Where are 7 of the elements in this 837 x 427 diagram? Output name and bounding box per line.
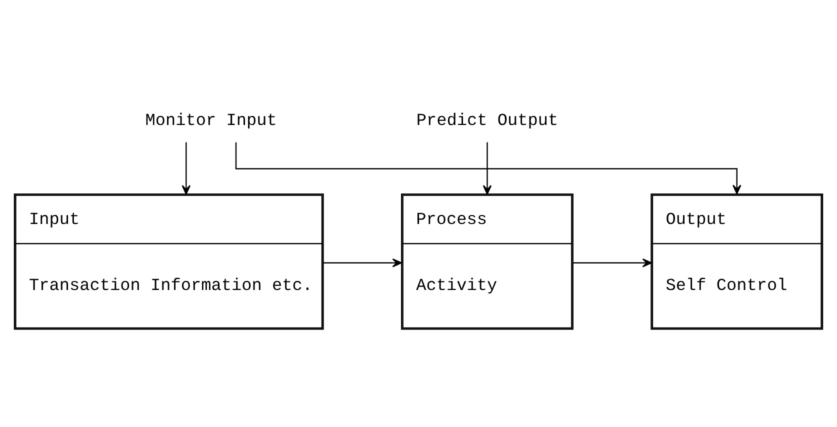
arrow — [182, 142, 191, 194]
arrow — [573, 258, 652, 267]
arrow — [482, 142, 492, 194]
arrow — [323, 258, 402, 267]
node-text: Monitor Input — [145, 111, 277, 130]
arrow — [235, 142, 742, 194]
node-text: Predict Output — [416, 111, 558, 130]
